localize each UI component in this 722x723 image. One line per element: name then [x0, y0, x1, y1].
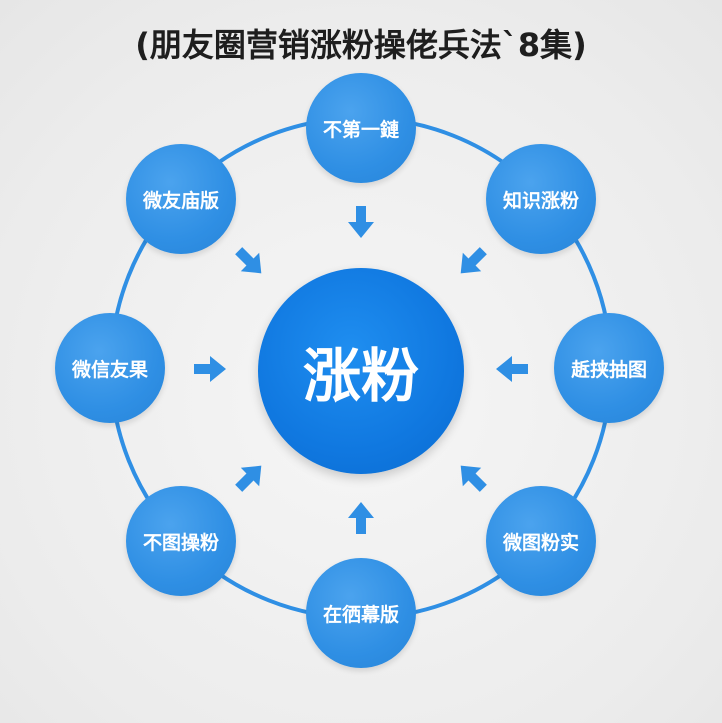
node-bottom-left: 不图操粉: [126, 486, 236, 596]
arrow-top-left-icon: [235, 247, 262, 274]
center-hub: 涨粉: [258, 268, 464, 474]
arrow-top-right-icon: [460, 247, 487, 274]
arrow-bottom-icon: [348, 502, 374, 534]
node-top-right: 知识涨粉: [486, 144, 596, 254]
node-top: 不第一鏈: [306, 73, 416, 183]
node-top-left: 微友庙版: [126, 144, 236, 254]
node-left: 微信友果: [55, 313, 165, 423]
node-bottom: 在徆幕版: [306, 558, 416, 668]
node-right: 䞣挟抽图: [554, 313, 664, 423]
arrow-top-icon: [348, 206, 374, 238]
page-title: (朋友圈营销涨粉操佬兵法`8集): [135, 26, 587, 64]
arrow-right-icon: [496, 356, 528, 382]
arrow-left-icon: [194, 356, 226, 382]
arrow-bottom-right-icon: [460, 465, 487, 492]
arrow-bottom-left-icon: [235, 465, 262, 492]
node-bottom-right: 微图粉实: [486, 486, 596, 596]
